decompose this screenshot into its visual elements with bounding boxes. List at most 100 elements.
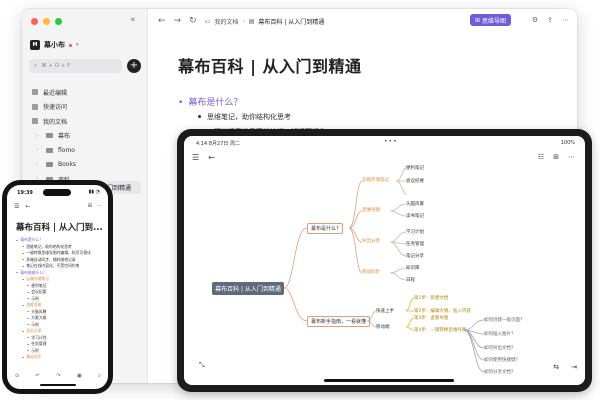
style-icon[interactable]: ⇆ <box>553 363 560 371</box>
tablet-toolbar-right: ☷ ⊞ ⋯ <box>538 153 575 161</box>
outline-item[interactable]: •学习计划 <box>16 335 106 342</box>
forward-arrow-icon[interactable]: → <box>173 16 182 26</box>
account-switcher[interactable]: M 幕小布 ▾ <box>30 40 79 50</box>
mindmap-leaf[interactable]: 便利笔记 <box>406 166 424 171</box>
outline-item[interactable]: •移动同步 <box>16 354 106 361</box>
mindmap-node[interactable]: 导出分享 <box>362 239 380 244</box>
mindmap-root-node[interactable]: 幕布百科 | 从入门到精通 <box>212 282 284 295</box>
mindmap-leaf[interactable]: 知识库 <box>406 266 420 271</box>
redo-icon[interactable]: ↷ <box>56 373 61 379</box>
outline-item[interactable]: 思维笔记，助你结构化思考 <box>198 109 326 124</box>
breadcrumb-root[interactable]: 我的文档 <box>214 18 239 26</box>
mindmap-node[interactable]: 思维导图 <box>362 208 380 213</box>
mindmap-button-label: 思维导图 <box>481 17 506 25</box>
mindmap-leaf[interactable]: 会议纪要 <box>406 179 424 184</box>
outline-item[interactable]: •头脑风暴 <box>16 309 106 316</box>
outline-item[interactable]: •幕布是什么？ <box>16 237 106 244</box>
folder-item[interactable]: ›幕布 <box>28 129 142 144</box>
folder-item[interactable]: ›flomo <box>28 143 142 158</box>
folder-item[interactable]: ›Books <box>28 158 142 173</box>
mindmap-node[interactable]: 快速上手 <box>376 309 394 314</box>
mindmap-node[interactable]: 幕布新手指南，一看就懂 <box>307 316 371 327</box>
mindmap-leaf[interactable]: 如何导出文档？ <box>484 346 516 351</box>
outline-item[interactable]: •幕布能做什么？ <box>16 270 106 277</box>
mindmap-leaf[interactable]: 如何插入图片？ <box>484 332 516 337</box>
undo-icon[interactable]: ↶ <box>35 373 40 379</box>
mindmap-leaf[interactable]: 如何使用快捷键？ <box>484 358 520 363</box>
sidebar-item-recent[interactable]: 最近编辑 <box>28 85 142 100</box>
mindmap-step[interactable]: 第2步：编辑大纲，插入内容 <box>414 309 471 314</box>
back-arrow-icon[interactable]: ← <box>208 153 215 162</box>
mindmap-step[interactable]: 第4步：一键转换思维导图 <box>414 328 467 333</box>
collapse-sidebar-icon[interactable]: « <box>130 15 136 25</box>
outline-item[interactable]: •会议纪要 <box>16 289 106 296</box>
mindmap-button[interactable]: ⊞思维导图 <box>469 14 511 26</box>
outline-item[interactable]: •示例 <box>16 296 106 303</box>
outline-item[interactable]: •思维导图 <box>16 302 106 309</box>
mindmap-node[interactable]: 移动同步 <box>362 270 380 275</box>
outline-item-text: 方案大纲 <box>31 315 47 321</box>
mindmap-leaf[interactable]: 头脑风暴 <box>406 202 424 207</box>
tablet-status-bar: 4:14 8月27日 周二 <box>196 141 240 147</box>
add-button[interactable]: + <box>127 59 141 73</box>
outline-item[interactable]: •方案大纲 <box>16 315 106 322</box>
maximize-dot[interactable] <box>55 18 62 25</box>
outline-item[interactable]: •云端存储笔记 <box>16 276 106 283</box>
more-icon[interactable]: ⋯ <box>562 16 569 24</box>
mindmap-icon[interactable]: ⊞ <box>87 203 92 209</box>
outline-item[interactable]: •多端自动同步，随时随地记录 <box>16 257 106 264</box>
back-arrow-icon[interactable]: ← <box>25 203 31 210</box>
bullet-icon: • <box>22 354 25 360</box>
settings-icon[interactable]: ⊙ <box>15 373 20 379</box>
more-icon[interactable]: ⋯ <box>97 203 102 209</box>
menu-icon[interactable]: ☰ <box>14 203 20 210</box>
add-node-icon[interactable]: ⇥ <box>571 363 577 371</box>
mindmap-node[interactable]: 移动端 <box>376 325 390 330</box>
mindmap-icon[interactable]: ⊞ <box>553 153 559 161</box>
mindmap-leaf[interactable]: 任务管理 <box>406 242 424 247</box>
close-dot[interactable] <box>31 18 38 25</box>
sidebar-item-my-docs[interactable]: 我的文档 <box>28 114 142 129</box>
node-label: 幕布是什么? <box>311 226 339 232</box>
tablet-toolbar: ☰ ← <box>192 153 215 162</box>
back-arrow-icon[interactable]: ← <box>158 16 166 26</box>
search-input[interactable]: ⌕ ⌘ + O + F <box>29 59 122 73</box>
outline-item[interactable]: •示例 <box>16 348 106 355</box>
refresh-icon[interactable]: ↻ <box>189 16 197 26</box>
menu-icon[interactable]: ☰ <box>192 153 200 162</box>
minimize-dot[interactable] <box>43 18 50 25</box>
outline-item[interactable]: •笔记在线内容化，不受空间约束 <box>16 263 106 270</box>
mindmap-leaf[interactable]: 学习计划 <box>406 230 424 235</box>
image-icon[interactable]: ▣ <box>76 373 82 379</box>
share-icon[interactable]: ⇪ <box>547 16 553 24</box>
fit-screen-icon[interactable]: ⤡ <box>199 361 205 369</box>
dynamic-island <box>43 189 71 196</box>
outline-item[interactable]: •一键转换思维导图并编辑，知识可视化 <box>16 250 106 257</box>
mindmap-step[interactable]: 第3步：查看导图 <box>414 316 449 321</box>
outline-heading[interactable]: 幕布是什么？ <box>178 95 242 108</box>
chevron-right-icon: › <box>36 161 38 168</box>
mindmap-leaf[interactable]: 如何分享文档？ <box>484 370 516 375</box>
settings-icon[interactable]: ⚙ <box>531 16 539 24</box>
mindmap-leaf[interactable]: 如何创建一级页面？ <box>484 318 525 323</box>
outline-item[interactable]: •思维笔记，助你结构化思考 <box>16 244 106 251</box>
mindmap-node[interactable]: 云端存储笔记 <box>362 178 389 183</box>
outline-item[interactable]: •任务管理 <box>16 341 106 348</box>
outline-view-icon[interactable]: ☷ <box>537 153 545 161</box>
outline-item[interactable]: •示例 <box>16 322 106 329</box>
mindmap-leaf[interactable]: 读书笔记 <box>406 214 424 219</box>
outline-item[interactable]: •导出分享 <box>16 328 106 335</box>
more-icon[interactable]: ⋯ <box>568 153 575 161</box>
more-dots-icon[interactable]: ••• <box>384 138 398 145</box>
node-label: 幕布新手指南，一看就懂 <box>311 319 367 325</box>
mindmap-node[interactable]: 幕布是什么? <box>307 223 343 234</box>
mindmap-leaf[interactable]: 笔记分享 <box>406 254 424 259</box>
bullet-icon: • <box>22 302 25 308</box>
mindmap-step[interactable]: 第1步：新建文档 <box>414 296 449 301</box>
sidebar-item-quick-access[interactable]: 快速访问 <box>28 100 142 115</box>
search-icon[interactable]: ⌕ <box>98 373 101 379</box>
search-shortcut: ⌘ + O + F <box>41 63 71 69</box>
outline-item[interactable]: •便利笔记 <box>16 283 106 290</box>
phone-screen: 19:39 ▮▮ ◔ ☰ ← ⊞ ⋯ 幕布百科 | 从入门到... •幕布是什么… <box>7 185 108 389</box>
mindmap-leaf[interactable]: 日程 <box>406 278 415 283</box>
